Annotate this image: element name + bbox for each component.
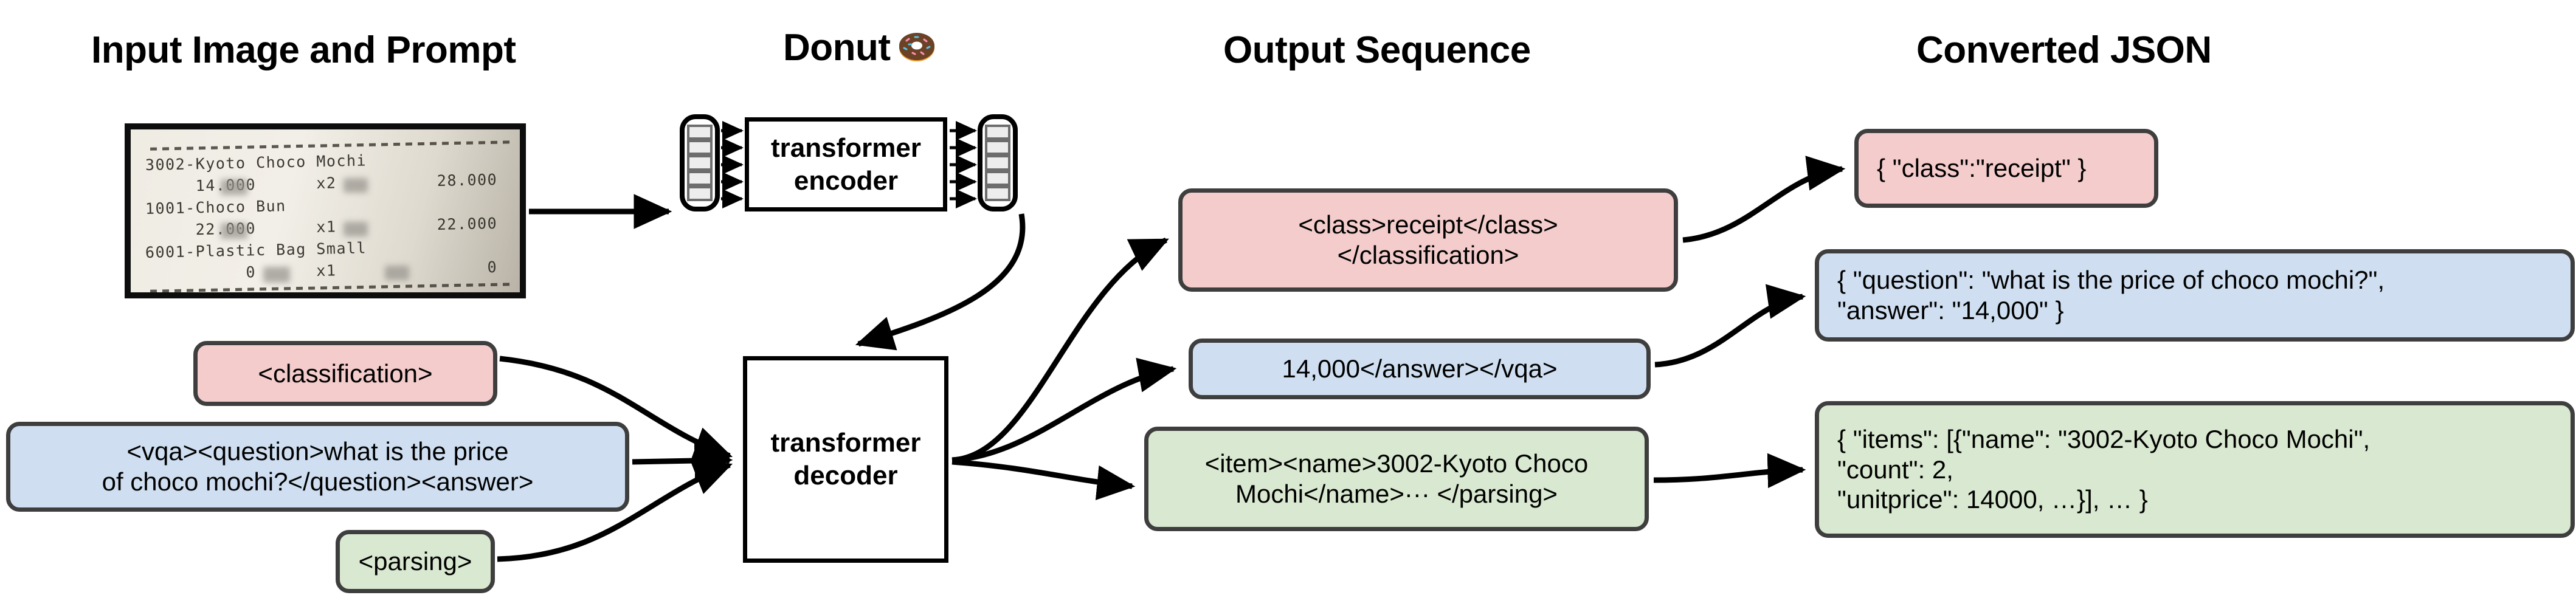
transformer-encoder-box: transformer encoder: [745, 117, 947, 211]
receipt-redaction-4: [344, 222, 368, 236]
receipt-paper: 3002-Kyoto Choco Mochi 14.000 x2 28.000 …: [131, 129, 520, 292]
header-output-sequence: Output Sequence: [1223, 29, 1531, 71]
json-parsing-box[interactable]: { "items": [{"name": "3002-Kyoto Choco M…: [1815, 401, 2575, 538]
edge-output-to-json-vqa: [1654, 284, 1806, 368]
receipt-redaction-5: [263, 267, 290, 283]
parsing-prompt-box[interactable]: <parsing>: [336, 530, 495, 593]
output-parsing-box[interactable]: <item><name>3002-Kyoto Choco Mochi</name…: [1144, 427, 1649, 531]
receipt-line-6: 0 x1 0: [145, 258, 498, 283]
receipt-line-1: 3002-Kyoto Choco Mochi: [145, 151, 367, 174]
edge-output-to-json-parsing: [1653, 453, 1806, 489]
edge-decoder-to-output-parsing: [951, 459, 1136, 501]
edge-vqa-to-decoder: [632, 443, 733, 478]
edge-encoder-to-decoder: [855, 213, 1026, 351]
encoded-token: [985, 140, 1010, 156]
vqa-prompt-box[interactable]: <vqa><question>what is the price of choc…: [6, 422, 629, 512]
encoded-token: [985, 125, 1010, 140]
input-patch-token-stack: [680, 114, 720, 211]
edge-decoder-to-output-classification: [951, 237, 1169, 463]
json-classification-box[interactable]: { "class":"receipt" }: [1854, 129, 2158, 208]
edge-decoder-to-output-vqa: [951, 357, 1177, 463]
receipt-line-5: 6001-Plastic Bag Small: [145, 239, 367, 261]
receipt-redaction-1: [221, 179, 247, 195]
encoder-output-token-stack: [978, 114, 1018, 211]
encoded-token: [985, 170, 1010, 186]
json-vqa-box[interactable]: { "question": "what is the price of choc…: [1815, 249, 2575, 342]
encoded-token: [985, 185, 1010, 202]
transformer-decoder-box: transformer decoder: [743, 356, 948, 563]
output-vqa-box[interactable]: 14,000</answer></vqa>: [1189, 339, 1651, 399]
header-donut: Donut: [783, 27, 891, 69]
patch-token: [687, 155, 713, 171]
donut-emoji-icon: [899, 33, 934, 61]
input-receipt-image[interactable]: 3002-Kyoto Choco Mochi 14.000 x2 28.000 …: [125, 123, 526, 298]
receipt-redaction-3: [221, 223, 247, 239]
receipt-line-2: 14.000 x2 28.000: [145, 170, 498, 196]
encoded-token: [985, 155, 1010, 171]
header-converted-json: Converted JSON: [1916, 29, 2212, 71]
patch-token: [687, 140, 713, 156]
receipt-line-4: 22.000 x1 22.000: [145, 214, 498, 239]
receipt-redaction-6: [385, 266, 409, 280]
receipt-divider-bottom: [150, 283, 513, 292]
edge-output-to-json-classification: [1682, 156, 1846, 243]
receipt-divider-top: [150, 140, 513, 151]
receipt-redaction-2: [344, 178, 368, 193]
patch-token: [687, 185, 713, 202]
patch-token: [687, 125, 713, 140]
header-input-image-and-prompt: Input Image and Prompt: [91, 29, 516, 71]
output-classification-box[interactable]: <class>receipt</class> </classification>: [1178, 188, 1678, 292]
patch-token: [687, 170, 713, 186]
classification-prompt-box[interactable]: <classification>: [193, 341, 497, 406]
receipt-line-3: 1001-Choco Bun: [145, 197, 286, 218]
